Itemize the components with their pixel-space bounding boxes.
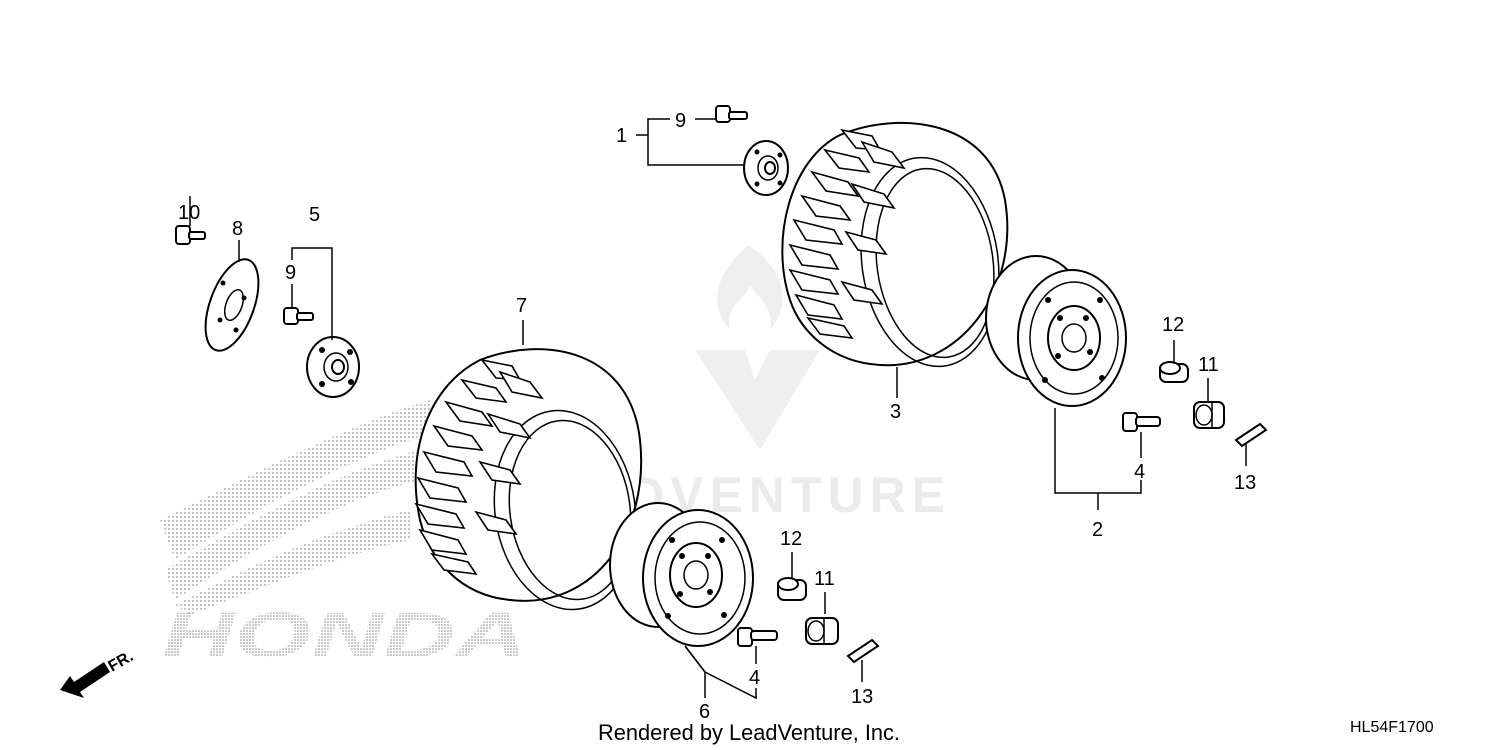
callout-5[interactable]: 5 [309, 204, 320, 226]
callout-12-left[interactable]: 12 [780, 528, 802, 550]
callout-13-right[interactable]: 13 [1234, 472, 1256, 494]
part-9-bolt-top[interactable] [715, 105, 748, 123]
callout-9-left[interactable]: 9 [285, 262, 296, 284]
part-13-cotter-pin-left[interactable] [846, 638, 880, 664]
part-6-wheel[interactable] [609, 502, 754, 647]
part-4-valve-right[interactable] [1122, 412, 1161, 432]
part-8-plate[interactable] [195, 252, 269, 357]
part-12-nut-right[interactable] [1159, 361, 1189, 383]
part-10-bolt[interactable] [175, 225, 206, 245]
front-arrow-icon [60, 662, 110, 698]
callout-labels: 1 2 3 4 4 5 6 7 8 9 9 10 11 11 12 12 13 … [178, 110, 1256, 723]
callout-11-left[interactable]: 11 [814, 568, 835, 590]
callout-7[interactable]: 7 [516, 295, 527, 317]
callout-6[interactable]: 6 [699, 701, 710, 723]
part-4-valve-left[interactable] [737, 627, 778, 647]
diagram-code: HL54F1700 [1350, 719, 1434, 736]
callout-2[interactable]: 2 [1092, 519, 1103, 541]
part-2-wheel[interactable] [985, 255, 1127, 407]
part-1-hub[interactable] [743, 140, 789, 196]
front-indicator-label: FR. [106, 648, 137, 676]
tire-7-tread [414, 358, 544, 576]
part-11-castle-nut-right[interactable] [1193, 401, 1225, 429]
callout-4-left[interactable]: 4 [749, 667, 760, 689]
front-direction-arrow[interactable]: FR. [60, 648, 136, 698]
part-11-castle-nut-left[interactable] [805, 617, 839, 645]
part-9-bolt-left[interactable] [283, 307, 314, 325]
callout-12-right[interactable]: 12 [1162, 314, 1184, 336]
part-7-tire[interactable] [414, 348, 649, 619]
callout-11-right[interactable]: 11 [1198, 354, 1219, 376]
callout-9-top[interactable]: 9 [675, 110, 686, 132]
callout-8[interactable]: 8 [232, 218, 243, 240]
part-12-nut-left[interactable] [777, 577, 807, 601]
rendered-by-footer: Rendered by LeadVenture, Inc. [598, 720, 900, 745]
honda-wing-logo: HONDA [160, 400, 527, 671]
callout-10[interactable]: 10 [178, 202, 200, 224]
callout-3[interactable]: 3 [890, 401, 901, 423]
callout-13-left[interactable]: 13 [851, 686, 873, 708]
callout-4-right[interactable]: 4 [1134, 461, 1145, 483]
callout-1[interactable]: 1 [616, 125, 627, 147]
tire-3-tread [788, 128, 906, 340]
part-3-tire[interactable] [781, 121, 1012, 376]
part-13-cotter-pin-right[interactable] [1234, 422, 1268, 448]
part-5-hub[interactable] [306, 336, 360, 398]
honda-logo-text: HONDA [162, 599, 527, 671]
